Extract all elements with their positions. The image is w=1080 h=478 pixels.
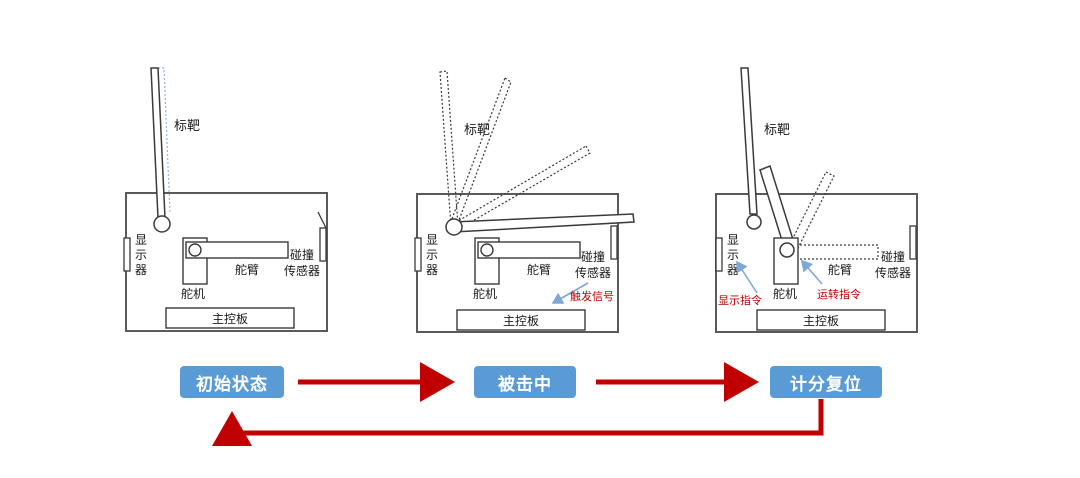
display-block bbox=[123, 237, 131, 272]
target-label: 标靶 bbox=[174, 119, 200, 134]
sensor-block bbox=[319, 227, 327, 262]
arm-label: 舵臂 bbox=[527, 262, 551, 277]
state-badge-reset: 计分复位 bbox=[770, 366, 882, 398]
display-label-1: 显 bbox=[426, 233, 438, 247]
display-label-2: 示 bbox=[426, 248, 438, 262]
target-pivot bbox=[746, 214, 762, 230]
main-board-label: 主控板 bbox=[503, 314, 539, 328]
servo-label: 舵机 bbox=[773, 286, 797, 301]
servo-label: 舵机 bbox=[473, 286, 497, 301]
display-label-2: 示 bbox=[135, 248, 147, 262]
run-command-label: 运转指令 bbox=[817, 287, 861, 301]
sensor-label-1: 碰撞 bbox=[290, 247, 314, 262]
target-label: 标靶 bbox=[764, 123, 790, 138]
main-board bbox=[756, 309, 886, 331]
display-label-1: 显 bbox=[727, 233, 739, 247]
target-ghost-2 bbox=[449, 77, 512, 229]
display-label-3: 器 bbox=[426, 263, 438, 277]
sensor-label-2: 传感器 bbox=[575, 265, 611, 280]
display-command-label: 显示指令 bbox=[718, 293, 762, 307]
sensor-block bbox=[610, 225, 618, 260]
main-board bbox=[456, 309, 586, 331]
panel-hit: 标靶 显 示 器 舵机 舵臂 碰撞 传感器 触发信号 主控板 bbox=[414, 70, 635, 333]
servo-arm bbox=[477, 241, 581, 259]
state-badge-initial: 初始状态 bbox=[180, 366, 284, 398]
servo-arm bbox=[185, 241, 289, 259]
target-shadow bbox=[158, 67, 171, 215]
sensor-label-2: 传感器 bbox=[875, 265, 911, 280]
sensor-block bbox=[909, 225, 917, 260]
panel-reset: 标靶 显 示 器 舵机 舵臂 碰撞 传感器 显示指令 运转指令 主控板 bbox=[715, 67, 918, 333]
target-bar bbox=[740, 67, 758, 215]
arm-hub bbox=[779, 242, 795, 258]
arm-ghost-flat bbox=[795, 244, 879, 260]
main-board bbox=[165, 307, 295, 329]
sensor-label-1: 碰撞 bbox=[581, 249, 605, 264]
display-block bbox=[715, 237, 723, 272]
arm-hub bbox=[188, 243, 202, 257]
target-label: 标靶 bbox=[464, 123, 490, 138]
target-pivot bbox=[153, 215, 171, 233]
flow-return-arrow bbox=[212, 399, 824, 446]
display-block bbox=[414, 237, 422, 272]
panel-initial: 标靶 显 示 器 舵机 舵臂 碰撞 传感器 主控板 bbox=[123, 67, 328, 332]
display-label-2: 示 bbox=[727, 248, 739, 262]
display-label-3: 器 bbox=[727, 263, 739, 277]
state-badge-hit: 被击中 bbox=[474, 366, 576, 398]
arm-label: 舵臂 bbox=[828, 262, 852, 277]
flow-arrows bbox=[212, 362, 824, 446]
main-board-label: 主控板 bbox=[212, 312, 248, 326]
arm-hub bbox=[480, 243, 494, 257]
sensor-label-1: 碰撞 bbox=[881, 249, 905, 264]
trigger-signal-label: 触发信号 bbox=[570, 289, 614, 303]
display-command-arrow bbox=[736, 260, 758, 294]
sensor-lever bbox=[317, 211, 327, 229]
sensor-label-2: 传感器 bbox=[284, 263, 320, 278]
display-label-3: 器 bbox=[135, 263, 147, 277]
target-fallen bbox=[452, 213, 635, 233]
servo-label: 舵机 bbox=[181, 286, 205, 301]
arm-label: 舵臂 bbox=[235, 262, 259, 277]
target-bar bbox=[150, 67, 166, 219]
run-command-arrow bbox=[800, 259, 823, 285]
target-pivot bbox=[445, 218, 463, 236]
signal-arrow bbox=[551, 282, 589, 304]
main-board-label: 主控板 bbox=[803, 314, 839, 328]
target-ghost-1 bbox=[439, 70, 459, 228]
display-label-1: 显 bbox=[135, 233, 147, 247]
